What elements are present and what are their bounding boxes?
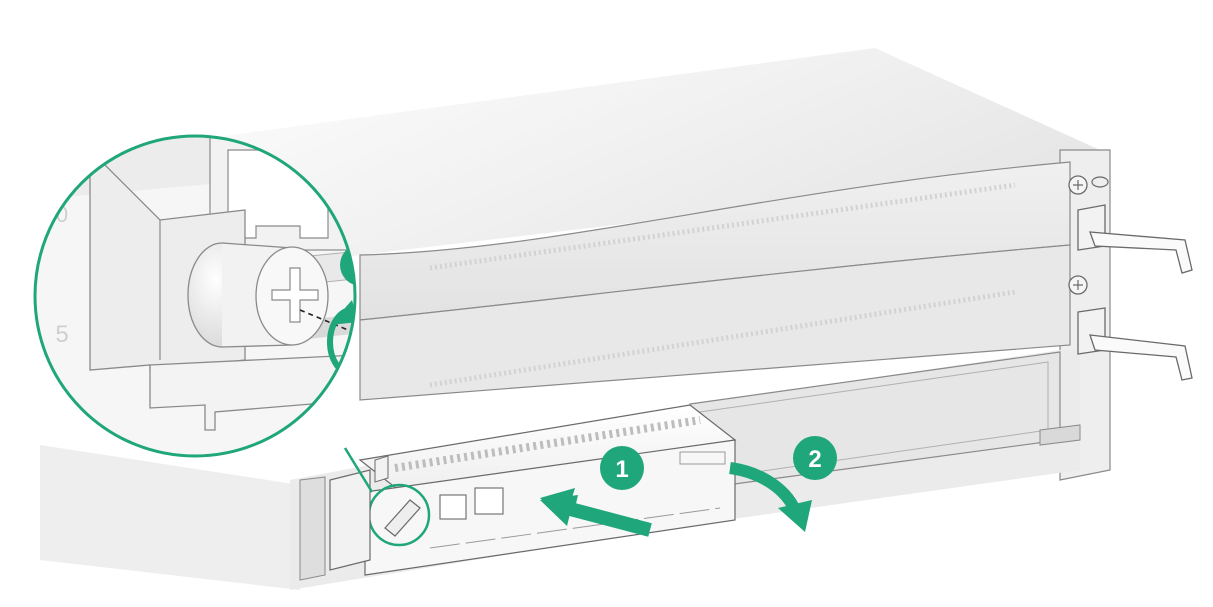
module-left-bracket [329, 469, 371, 571]
step-1-number: 1 [615, 456, 628, 483]
empty-slot-lip [1039, 424, 1081, 446]
ejector-lever-upper [1068, 175, 1193, 274]
step-1-badge: 1 [600, 446, 644, 490]
module-label-area [679, 451, 726, 465]
chassis-lower-block [40, 445, 300, 590]
magnifier-ring [33, 134, 357, 458]
ejector-lever-lower [1068, 275, 1193, 381]
mag-slot-label-5: 5 [55, 321, 68, 348]
slot-face-middle [359, 244, 1071, 401]
module-port-b [474, 487, 504, 515]
vent-strip-upper [429, 182, 1016, 271]
interface-module [329, 404, 737, 576]
step-2-number: 2 [808, 446, 821, 473]
mag-screw-slot [271, 267, 319, 323]
ejector-levers [1068, 175, 1193, 381]
module-top-vents [394, 416, 701, 472]
step-2-badge: 2 [793, 436, 837, 480]
step-2-swing-arrow-icon [729, 462, 812, 532]
chassis-left-post [299, 476, 326, 581]
vent-strip-middle [429, 289, 1016, 388]
chassis-top-surface [120, 48, 1100, 290]
mag-thumbscrew [187, 242, 329, 348]
step-1-push-arrow-icon [540, 488, 652, 537]
module-bottom-ports [429, 507, 721, 549]
magnifier-callout: 1 5 0 E [33, 134, 374, 493]
module-port-a [439, 494, 467, 520]
module-thumbscrew [384, 499, 421, 537]
callout-pointer [343, 447, 374, 493]
mag-rotation-axis [299, 309, 355, 361]
